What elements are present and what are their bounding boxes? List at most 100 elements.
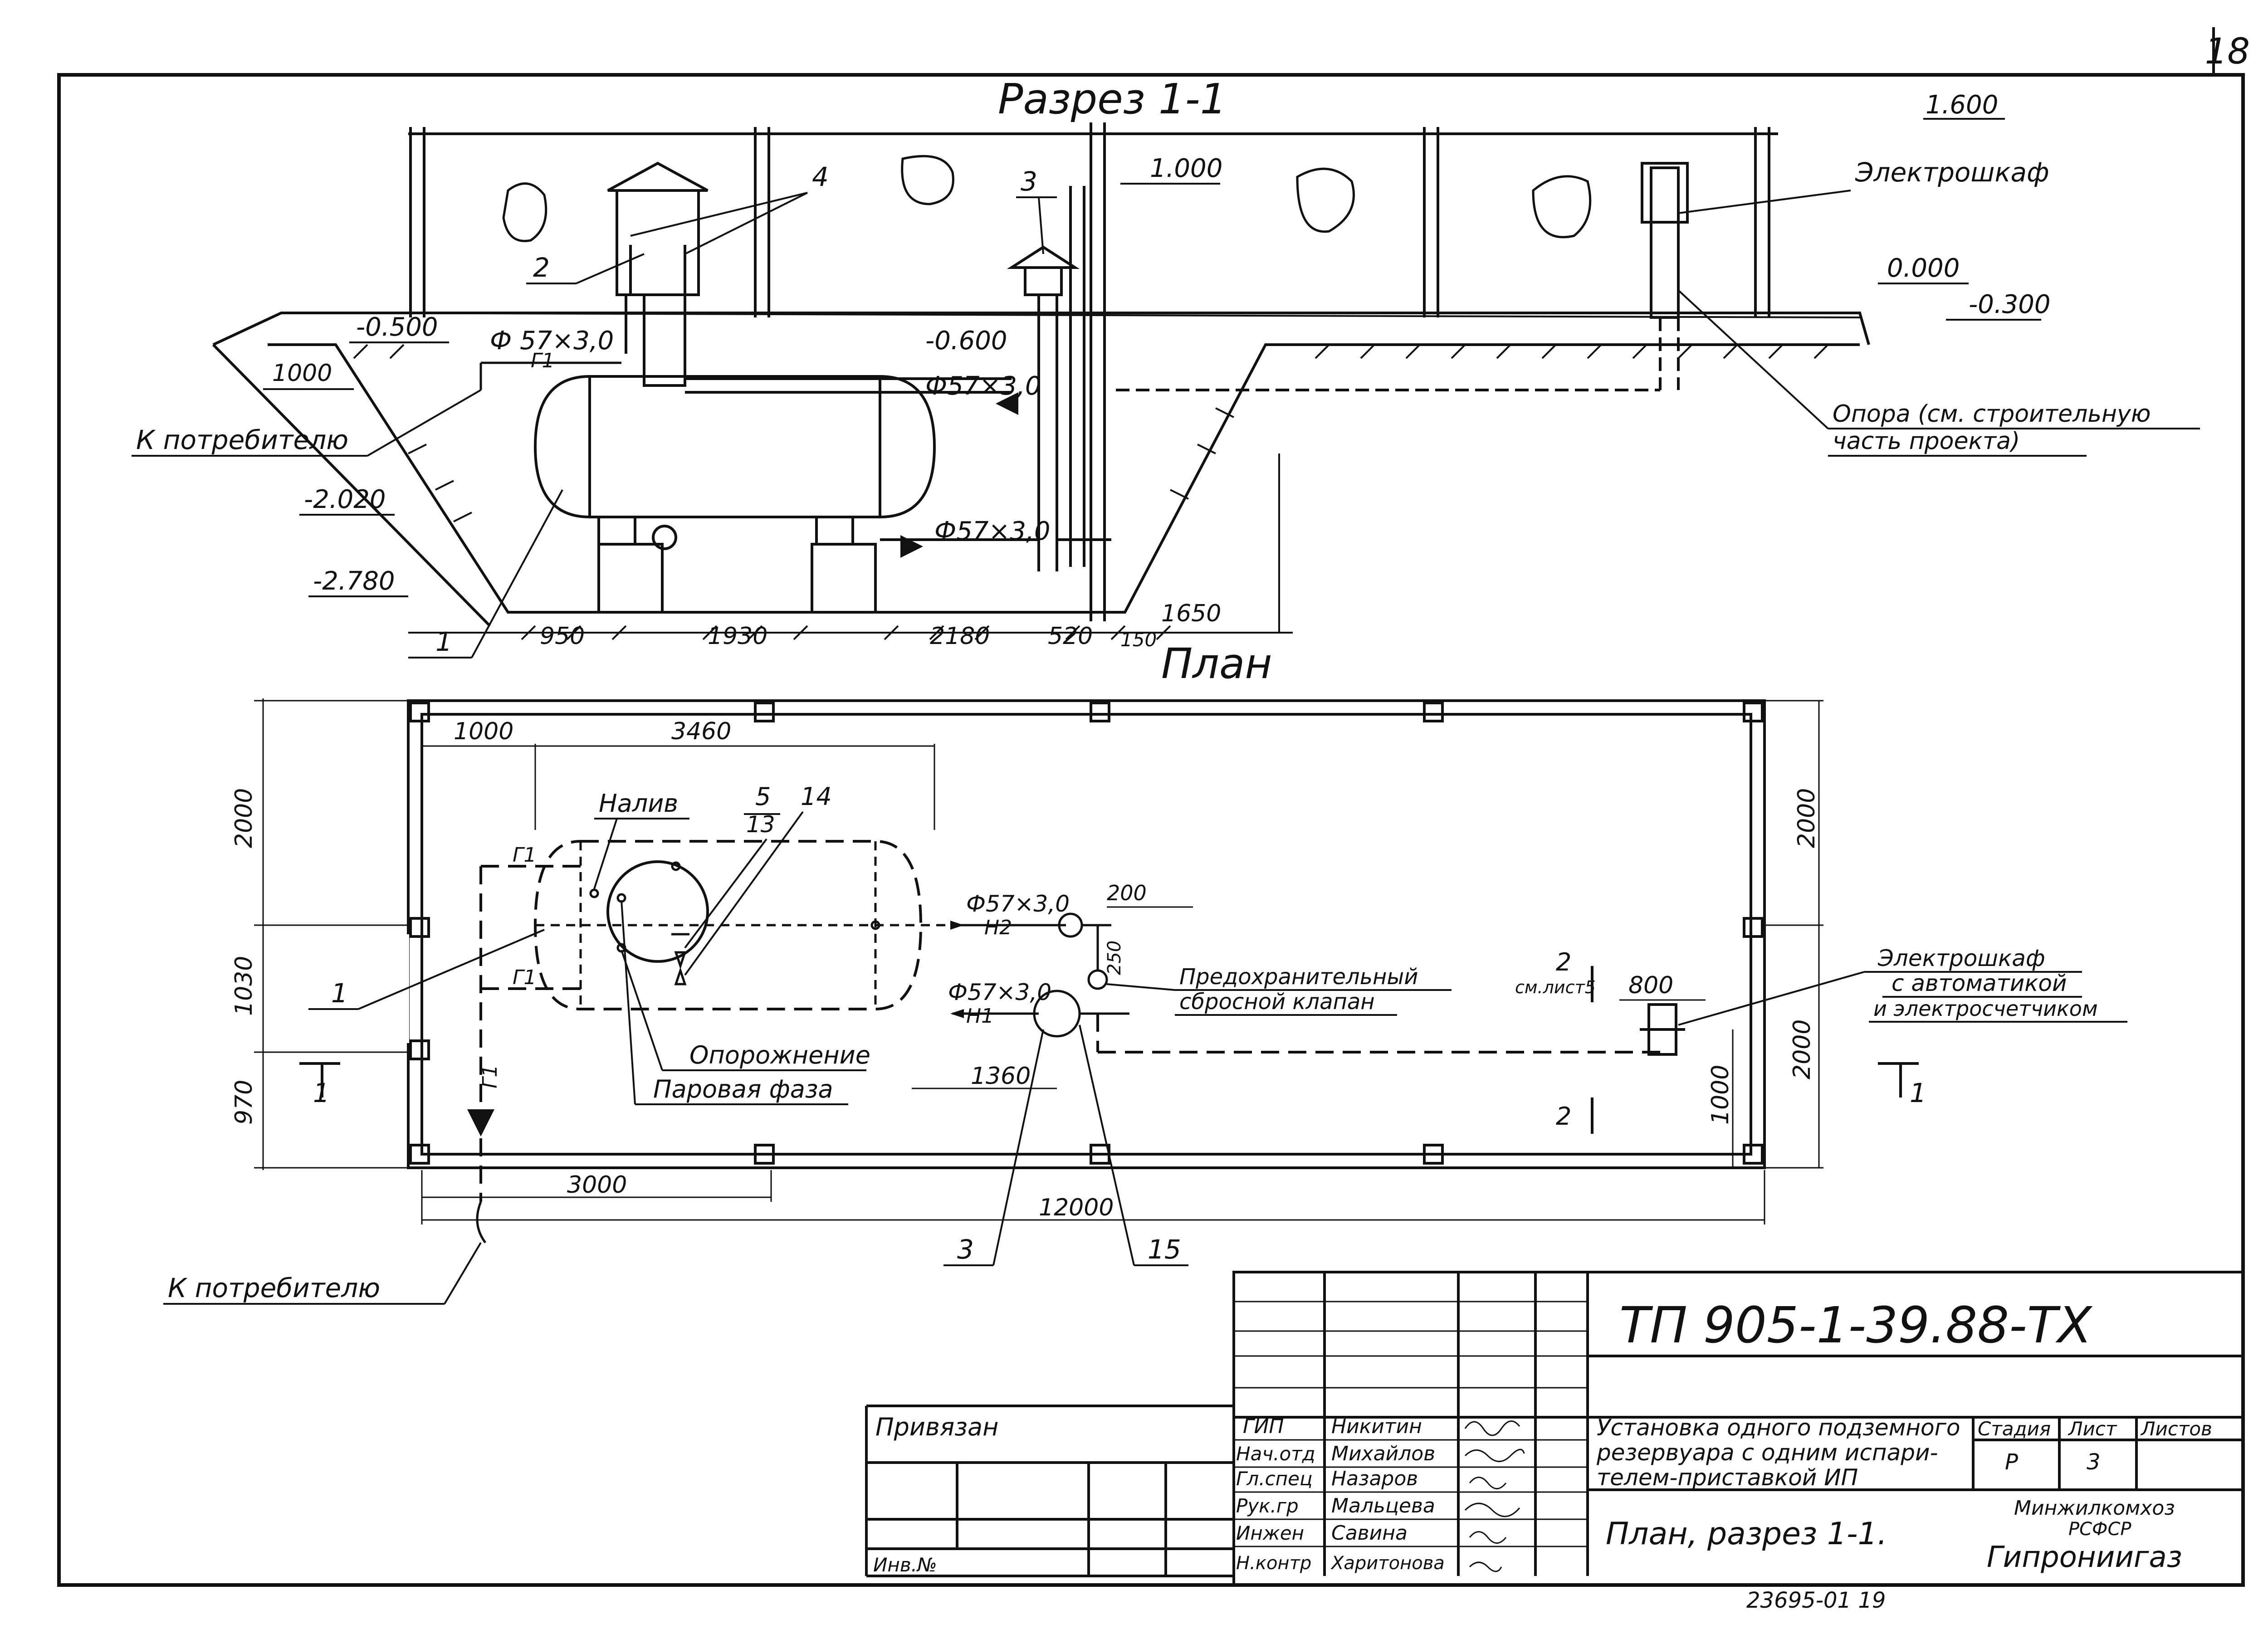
vent-riser <box>880 186 1111 571</box>
section-pipes <box>479 361 1018 558</box>
sheet-value: 3 <box>2087 1449 2101 1475</box>
pos-13-plan: 13 <box>746 811 775 838</box>
plan-view: План <box>163 639 2127 1305</box>
sheet-number: 18 <box>2205 31 2250 72</box>
plan-dim-1000: 1000 <box>454 718 513 745</box>
to-consumer-section: К потребителю <box>136 424 348 455</box>
role-3: Рук.гр <box>1236 1495 1299 1517</box>
description-3: телем-приставкой ИП <box>1597 1464 1858 1491</box>
h2-label: Н2 <box>984 916 1012 939</box>
plan-dim-2000-right-bottom: 2000 <box>1789 1019 1816 1079</box>
name-1: Михайлов <box>1331 1442 1435 1465</box>
underground-tank <box>533 293 1012 614</box>
elev-0000: 0.000 <box>1887 254 1960 283</box>
electro-plan-3: и электросчетчиком <box>1873 996 2098 1021</box>
dim-2180: 2180 <box>930 623 990 650</box>
g1-top-plan: Г1 <box>513 844 537 867</box>
name-4: Савина <box>1331 1522 1408 1545</box>
stage-header: Стадия <box>1978 1418 2051 1440</box>
plan-dim-1030: 1030 <box>230 956 258 1016</box>
stage-value: Р <box>2005 1449 2018 1475</box>
ground-and-pit <box>212 312 1870 634</box>
bottom-code: 23695-01 19 <box>1746 1588 1886 1613</box>
org-2: РСФСР <box>2068 1519 2131 1540</box>
sheet-header: Лист <box>2068 1418 2117 1440</box>
dim-1930: 1930 <box>708 623 767 650</box>
section-1-1: Разрез 1-1 <box>132 75 2200 658</box>
valve-label-2: сбросной клапан <box>1179 989 1375 1015</box>
name-2: Назаров <box>1331 1467 1418 1490</box>
elev-1600: 1.600 <box>1926 90 1998 120</box>
name-0: Никитин <box>1331 1415 1422 1438</box>
pos-5-plan: 5 <box>755 782 771 811</box>
plan-g1-pipes <box>479 865 590 1202</box>
dim-520: 520 <box>1048 623 1093 650</box>
valve-label-1: Предохранительный <box>1179 964 1418 990</box>
plan-dim-2000-left: 2000 <box>230 788 258 848</box>
elev-m2780: -2.780 <box>313 566 395 596</box>
signatures <box>1464 1420 1525 1572</box>
g1-bottom-plan: Г1 <box>513 966 537 989</box>
sheet-title: План, разрез 1-1. <box>1606 1516 1887 1552</box>
support-label-2: часть проекта) <box>1833 428 2020 455</box>
oporozhnenie-label: Опорожнение <box>689 1041 870 1069</box>
plan-tank-ends <box>535 841 948 1009</box>
dim-1650: 1650 <box>1161 600 1221 627</box>
plan-dim-1360: 1360 <box>971 1063 1031 1090</box>
pos-1-plan: 1 <box>331 978 348 1009</box>
pos-14-plan: 14 <box>801 782 832 811</box>
elev-1000: 1.000 <box>1150 154 1222 183</box>
electro-plan-2: с автоматикой <box>1892 970 2067 996</box>
pos-4-section: 4 <box>812 161 829 192</box>
dim-150: 150 <box>1120 629 1157 651</box>
role-1: Нач.отд <box>1236 1443 1315 1465</box>
plan-dim-3460: 3460 <box>671 718 731 745</box>
pos-3-plan: 3 <box>957 1234 974 1265</box>
pos-1-section: 1 <box>435 626 452 657</box>
plan-dim-970: 970 <box>230 1080 258 1125</box>
document-code: ТП 905-1-39.88-ТХ <box>1619 1296 2093 1354</box>
plan-h-lines <box>953 912 1129 1038</box>
pipe-h1-label: Ф57×3,0 <box>948 979 1051 1005</box>
name-3: Мальцева <box>1331 1494 1435 1517</box>
to-consumer-plan: К потребителю <box>168 1273 380 1303</box>
cut-2-bottom-label: 2 <box>1556 1102 1571 1131</box>
electro-plan-1: Электрошкаф <box>1877 945 2045 971</box>
role-5: Н.контр <box>1236 1553 1311 1574</box>
org-1: Минжилкомхоз <box>2014 1497 2175 1520</box>
org-3: Гипрониигаз <box>1987 1541 2182 1574</box>
fence-mesh-openings <box>502 155 1592 242</box>
dim-950: 950 <box>540 623 585 650</box>
pipe-h2-label: Ф57×3,0 <box>966 891 1070 917</box>
pos-2-section: 2 <box>533 252 550 283</box>
evaporator-housing <box>607 161 709 354</box>
electro-cabinet-section <box>1116 162 1689 391</box>
plan-manhole <box>606 860 709 963</box>
section-title: Разрез 1-1 <box>998 75 1227 123</box>
pos-3-section: 3 <box>1021 166 1037 197</box>
plan-title: План <box>1161 639 1272 688</box>
cut-2-ref: см.лист5 <box>1515 977 1596 997</box>
role-0: ГИП <box>1243 1415 1284 1438</box>
plan-fence <box>407 699 1766 1169</box>
elev-m0600: -0.600 <box>925 326 1007 356</box>
elev-m2020: -2.020 <box>304 485 386 514</box>
plan-dim-250: 250 <box>1104 941 1125 975</box>
electro-cabinet-label: Электрошкаф <box>1855 157 2049 188</box>
cut-2-label: 2 <box>1556 948 1571 976</box>
support-label-1: Опора (см. строительную <box>1833 400 2151 428</box>
cut-markers <box>299 966 1919 1134</box>
parovaya-faza-label: Паровая фаза <box>653 1075 833 1103</box>
pit-hatching <box>353 344 1829 640</box>
g1-vertical-plan: Г1 <box>479 1064 502 1088</box>
sheet-frame: 18 <box>57 27 2250 1587</box>
pos-15-plan: 15 <box>1148 1234 1181 1265</box>
description-1: Установка одного подземного <box>1597 1415 1960 1441</box>
pipe-label-3: Ф57×3,0 <box>934 517 1050 546</box>
h1-label: Н1 <box>966 1005 994 1028</box>
pipe-label-2: Ф57×3,0 <box>925 371 1041 401</box>
plan-dim-200: 200 <box>1107 881 1147 905</box>
privyazan-label: Привязан <box>875 1413 998 1441</box>
elev-m0300: -0.300 <box>1969 290 2051 319</box>
